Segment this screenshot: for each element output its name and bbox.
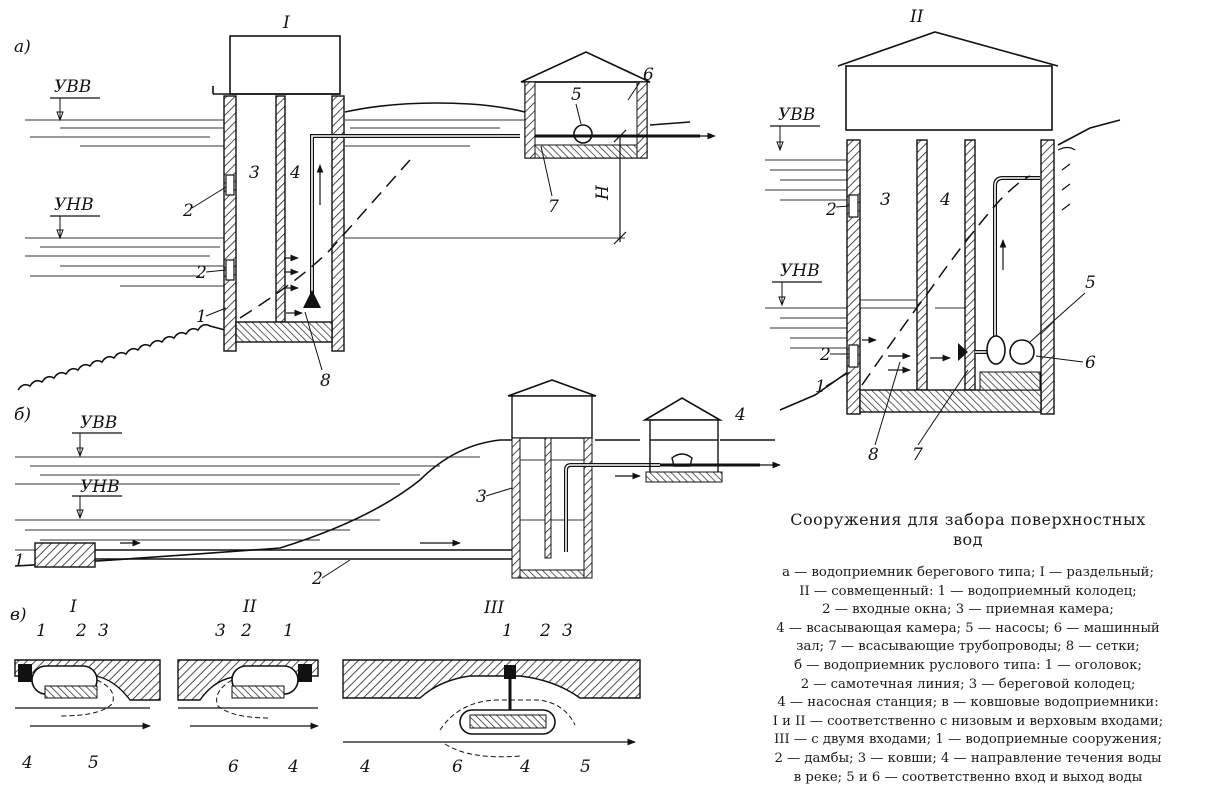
level-marker-low-c: УНВ	[72, 477, 122, 520]
num-8-b: 8	[868, 445, 879, 465]
panel-a-two: II УВВ УНВ	[765, 7, 1121, 465]
num-6-v2: 6	[228, 757, 239, 777]
caption-body: а — водоприемник берегового типа; I — ра…	[722, 564, 1214, 787]
level-high-label-b: УВВ	[778, 105, 815, 125]
num-4-v3a: 4	[359, 757, 371, 777]
level-high-label-a: УВВ	[54, 77, 91, 97]
water-hatch-low	[25, 237, 625, 287]
caption-line: 4 — всасывающая камера; 5 — насосы; 6 — …	[776, 620, 1160, 636]
caption-title-line-2: вод	[953, 530, 983, 549]
water-hatch-high	[25, 119, 525, 147]
num-4-a: 4	[289, 163, 301, 183]
level-high-label-c: УВВ	[80, 413, 117, 433]
caption-line: а — водоприемник берегового типа; I — ра…	[782, 565, 1154, 580]
shore-line-a	[344, 102, 526, 113]
num-7-a: 7	[548, 197, 559, 217]
num-4-v3b: 4	[519, 757, 531, 777]
num-6-v3: 6	[452, 757, 463, 777]
roman-label-two-v: II	[242, 597, 257, 617]
caption-line: в реке; 5 и 6 — соответственно вход и вы…	[793, 769, 1143, 785]
panel-label-b: б)	[14, 405, 31, 425]
panel-b: б) УВВ УНВ	[14, 379, 781, 589]
num-1-a: 1	[196, 307, 207, 327]
caption-line: б — водоприемник руслового типа: 1 — ого…	[794, 657, 1142, 673]
dashed-slope-a	[239, 159, 411, 319]
num-3-v3: 3	[562, 621, 573, 641]
level-low-label-c: УНВ	[80, 477, 120, 497]
num-2-v3: 2	[539, 621, 551, 641]
caption-line: III — с двумя входами; 1 — водоприемные …	[774, 732, 1162, 748]
riverbed-a	[17, 323, 226, 391]
level-marker-high-a: УВВ	[50, 77, 100, 122]
roman-label-three-v: III	[483, 598, 504, 618]
caption-title: Сооружения для забора поверхностных вод	[722, 510, 1214, 550]
level-marker-high-c: УВВ	[72, 413, 122, 458]
num-1-c: 1	[14, 551, 25, 571]
panel-label-v: в)	[10, 605, 27, 625]
level-marker-high-b: УВВ	[770, 105, 820, 152]
num-4-v2: 4	[287, 757, 299, 777]
num-4-v1: 4	[21, 753, 33, 773]
num-2-v2: 2	[240, 621, 252, 641]
inlet-window-upper-a	[225, 174, 235, 196]
num-7-b: 7	[912, 445, 923, 465]
caption-title-line-1: Сооружения для забора поверхностных	[790, 510, 1146, 529]
num-6-a: 6	[643, 65, 654, 85]
num-3-b: 3	[880, 190, 891, 210]
figure-caption: Сооружения для забора поверхностных вод …	[722, 510, 1214, 787]
num-1-v2: 1	[283, 621, 294, 641]
panel-v: в) I II III 1 2 3 4 5 3 2 1 6 4	[10, 597, 641, 777]
num-5-v3: 5	[580, 757, 591, 777]
caption-line: 2 — дамбы; 3 — ковши; 4 — направление те…	[774, 750, 1162, 766]
level-low-label-a: УНВ	[54, 195, 94, 215]
well-wall-left-a	[223, 95, 237, 352]
panel-a-one: а) I УВВ	[14, 13, 716, 391]
num-1-v1: 1	[36, 621, 47, 641]
num-3-v2: 3	[215, 621, 226, 641]
num-5-b: 5	[1085, 273, 1096, 293]
roman-label-one-v: I	[69, 597, 77, 617]
num-2-c: 2	[311, 569, 323, 589]
suction-pipe-inner-a	[311, 135, 520, 300]
caption-line: 4 — насосная станция; в — ковшовые водоп…	[777, 695, 1159, 711]
num-8-a: 8	[320, 371, 331, 391]
caption-line: зал; 7 — всасывающие трубопроводы; 8 — с…	[796, 639, 1140, 655]
num-4-c: 4	[734, 405, 746, 425]
strainer-a	[303, 290, 321, 308]
num-4-b: 4	[939, 190, 951, 210]
well-bottom-a	[235, 321, 333, 343]
num-2-v1: 2	[75, 621, 87, 641]
panel-label-a: а)	[14, 37, 31, 57]
well-wall-right-a	[331, 95, 345, 352]
pump-station-a	[520, 51, 716, 159]
num-3-c: 3	[476, 487, 487, 507]
well-house-a	[229, 35, 341, 95]
caption-line: 2 — входные окна; 3 — приемная камера;	[822, 602, 1114, 618]
num-3-v1: 3	[98, 621, 109, 641]
num-3-a: 3	[249, 163, 260, 183]
num-1-b: 1	[815, 377, 826, 397]
num-5-v1: 5	[88, 753, 99, 773]
caption-line: II — совмещенный: 1 — водоприемный колод…	[799, 583, 1137, 599]
level-low-label-b: УНВ	[780, 261, 820, 281]
num-2-upper-a: 2	[182, 201, 194, 221]
inlet-window-lower-a	[225, 259, 235, 281]
height-dimension-a	[613, 129, 627, 245]
roman-label-two-a: II	[909, 7, 924, 27]
flow-arrows-a	[284, 254, 303, 317]
caption-line: I и II — соответственно с низовым и верх…	[772, 713, 1164, 729]
caption-line: 2 — самотечная линия; 3 — береговой коло…	[800, 676, 1136, 692]
shore-line-a-right	[649, 121, 691, 126]
num-1-v3: 1	[502, 621, 513, 641]
level-marker-low-b: УНВ	[772, 261, 822, 307]
num-2-upper-b: 2	[825, 200, 837, 220]
num-2-lower-b: 2	[819, 345, 831, 365]
roman-label-one-a: I	[282, 13, 290, 33]
num-2-lower-a: 2	[195, 263, 207, 283]
level-marker-low-a: УНВ	[50, 195, 100, 240]
num-5-a: 5	[571, 85, 582, 105]
num-6-b: 6	[1085, 353, 1096, 373]
height-label: H	[593, 184, 613, 201]
